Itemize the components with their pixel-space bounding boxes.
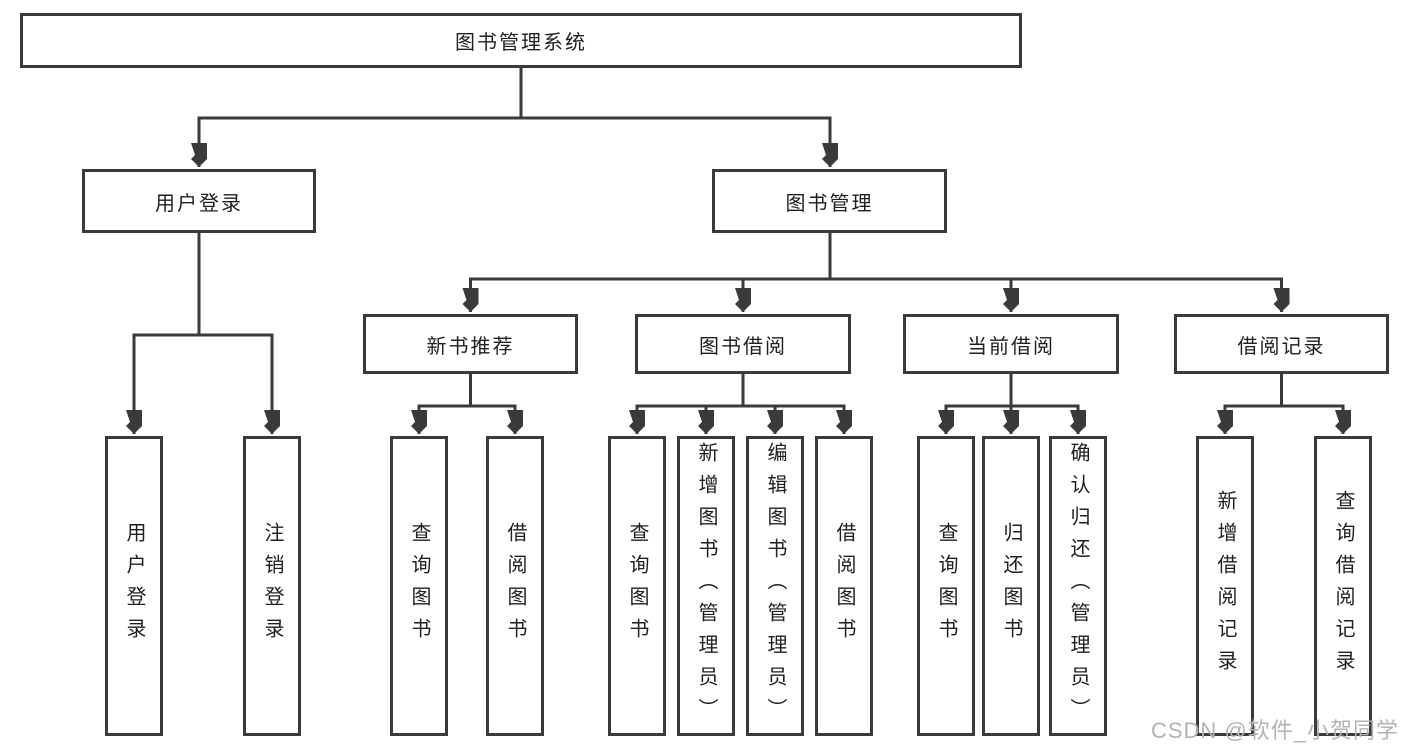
node-borrow-books: 借阅图书 [815, 436, 873, 736]
node-query-books-recommend: 查询图书 [390, 436, 448, 736]
node-return-book: 归还图书 [982, 436, 1040, 736]
node-logout: 注销登录 [243, 436, 301, 736]
node-current-borrow-label: 当前借阅 [967, 335, 1055, 358]
node-edit-book-admin: 编辑图书（管理员） [746, 436, 804, 736]
node-query-books-borrow-label: 查询图书 [626, 522, 648, 650]
node-query-borrow-record: 查询借阅记录 [1314, 436, 1372, 736]
node-query-borrow-record-label: 查询借阅记录 [1332, 490, 1354, 682]
node-user-login-leaf-label: 用户登录 [123, 522, 145, 650]
node-add-book-admin: 新增图书（管理员） [677, 436, 735, 736]
node-query-books-recommend-label: 查询图书 [408, 522, 430, 650]
node-borrow-records-label: 借阅记录 [1237, 335, 1326, 358]
node-add-borrow-record-label: 新增借阅记录 [1214, 490, 1236, 682]
node-user-login: 用户登录 [82, 169, 316, 233]
watermark: CSDN @软件_小贺同学 [1150, 718, 1399, 743]
node-logout-label: 注销登录 [261, 522, 283, 650]
node-user-login-label: 用户登录 [155, 192, 243, 215]
node-borrow-records: 借阅记录 [1174, 314, 1389, 374]
node-new-book-recommend-label: 新书推荐 [426, 335, 515, 358]
node-new-book-recommend: 新书推荐 [363, 314, 578, 374]
node-system-label: 图书管理系统 [455, 32, 587, 54]
node-book-management: 图书管理 [712, 169, 947, 233]
node-system: 图书管理系统 [20, 13, 1022, 68]
node-confirm-return-admin-label: 确认归还（管理员） [1067, 442, 1089, 730]
node-query-books-current-label: 查询图书 [935, 522, 957, 650]
node-user-login-leaf: 用户登录 [105, 436, 163, 736]
node-book-borrow-label: 图书借阅 [699, 335, 787, 358]
node-query-books-borrow: 查询图书 [608, 436, 666, 736]
node-edit-book-admin-label: 编辑图书（管理员） [764, 442, 786, 730]
node-add-borrow-record: 新增借阅记录 [1196, 436, 1254, 736]
node-borrow-books-recommend-label: 借阅图书 [504, 522, 526, 650]
node-book-borrow: 图书借阅 [635, 314, 851, 374]
node-borrow-books-recommend: 借阅图书 [486, 436, 544, 736]
node-add-book-admin-label: 新增图书（管理员） [695, 442, 717, 730]
node-current-borrow: 当前借阅 [903, 314, 1119, 374]
node-confirm-return-admin: 确认归还（管理员） [1049, 436, 1107, 736]
node-return-book-label: 归还图书 [1000, 522, 1022, 650]
node-book-management-label: 图书管理 [785, 192, 874, 215]
node-borrow-books-label: 借阅图书 [833, 522, 855, 650]
node-query-books-current: 查询图书 [917, 436, 975, 736]
